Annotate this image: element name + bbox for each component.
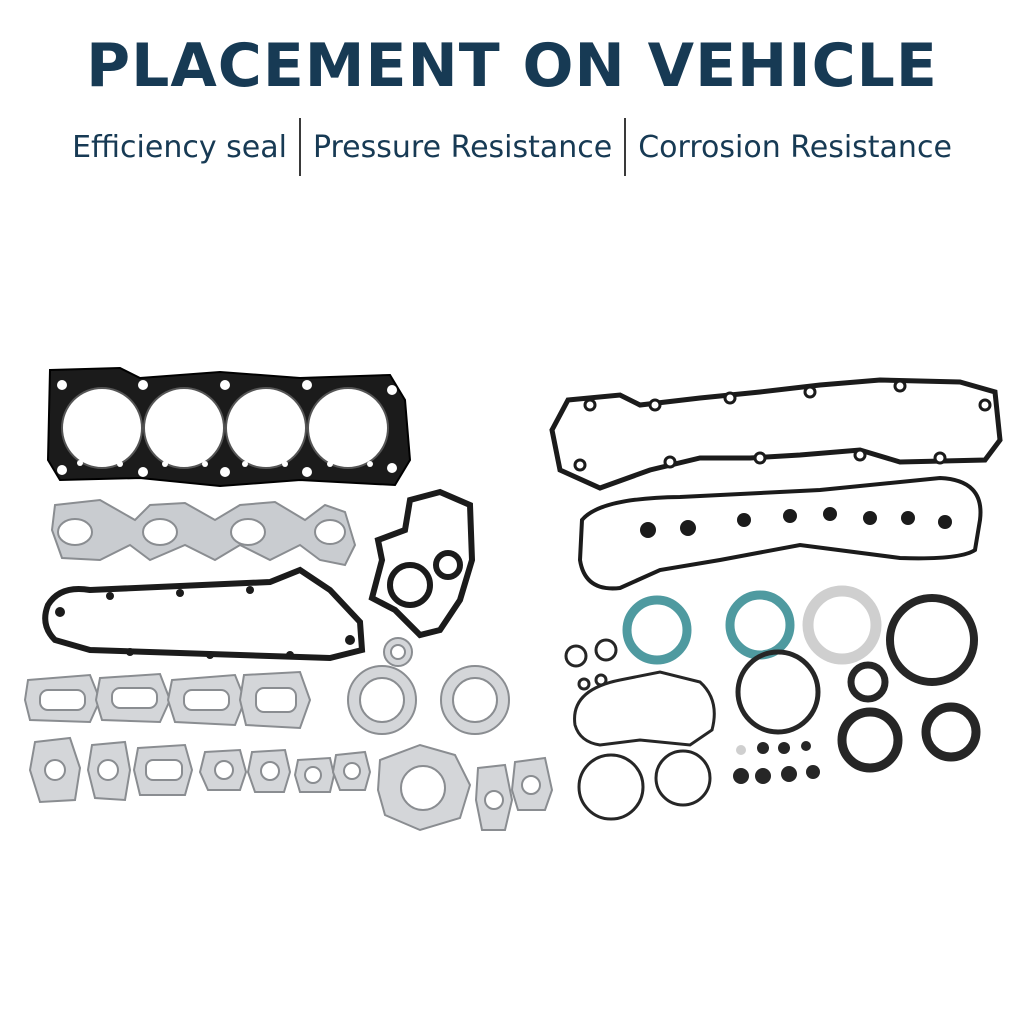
feature-pressure-resistance: Pressure Resistance xyxy=(312,129,613,165)
valve-cover-gasket xyxy=(549,377,1003,491)
feature-efficiency-seal: Efficiency seal xyxy=(72,129,287,165)
feature-corrosion-resistance: Corrosion Resistance xyxy=(638,129,952,165)
oil-pan-gasket xyxy=(42,566,366,662)
egr-gaskets xyxy=(347,637,510,735)
cylinder-head-gasket xyxy=(46,366,412,488)
small-o-rings xyxy=(564,638,716,821)
silver-gaskets-row-1 xyxy=(23,670,312,730)
feature-list: Efficiency seal Pressure Resistance Corr… xyxy=(0,118,1024,176)
manifold-gasket xyxy=(50,498,357,567)
exhaust-rings xyxy=(622,585,882,665)
cover-gasket-and-seal-set-image xyxy=(549,377,1003,821)
water-pump-gasket xyxy=(368,488,476,639)
silver-gaskets-row-2 xyxy=(28,736,554,832)
page-title: PLACEMENT ON VEHICLE xyxy=(86,31,938,101)
small-seals xyxy=(733,741,820,784)
timing-cover-gasket xyxy=(577,475,983,591)
head-gasket-set-image xyxy=(23,366,554,832)
feature-divider xyxy=(624,118,627,176)
feature-divider xyxy=(298,118,301,176)
crankshaft-seals xyxy=(735,594,981,773)
